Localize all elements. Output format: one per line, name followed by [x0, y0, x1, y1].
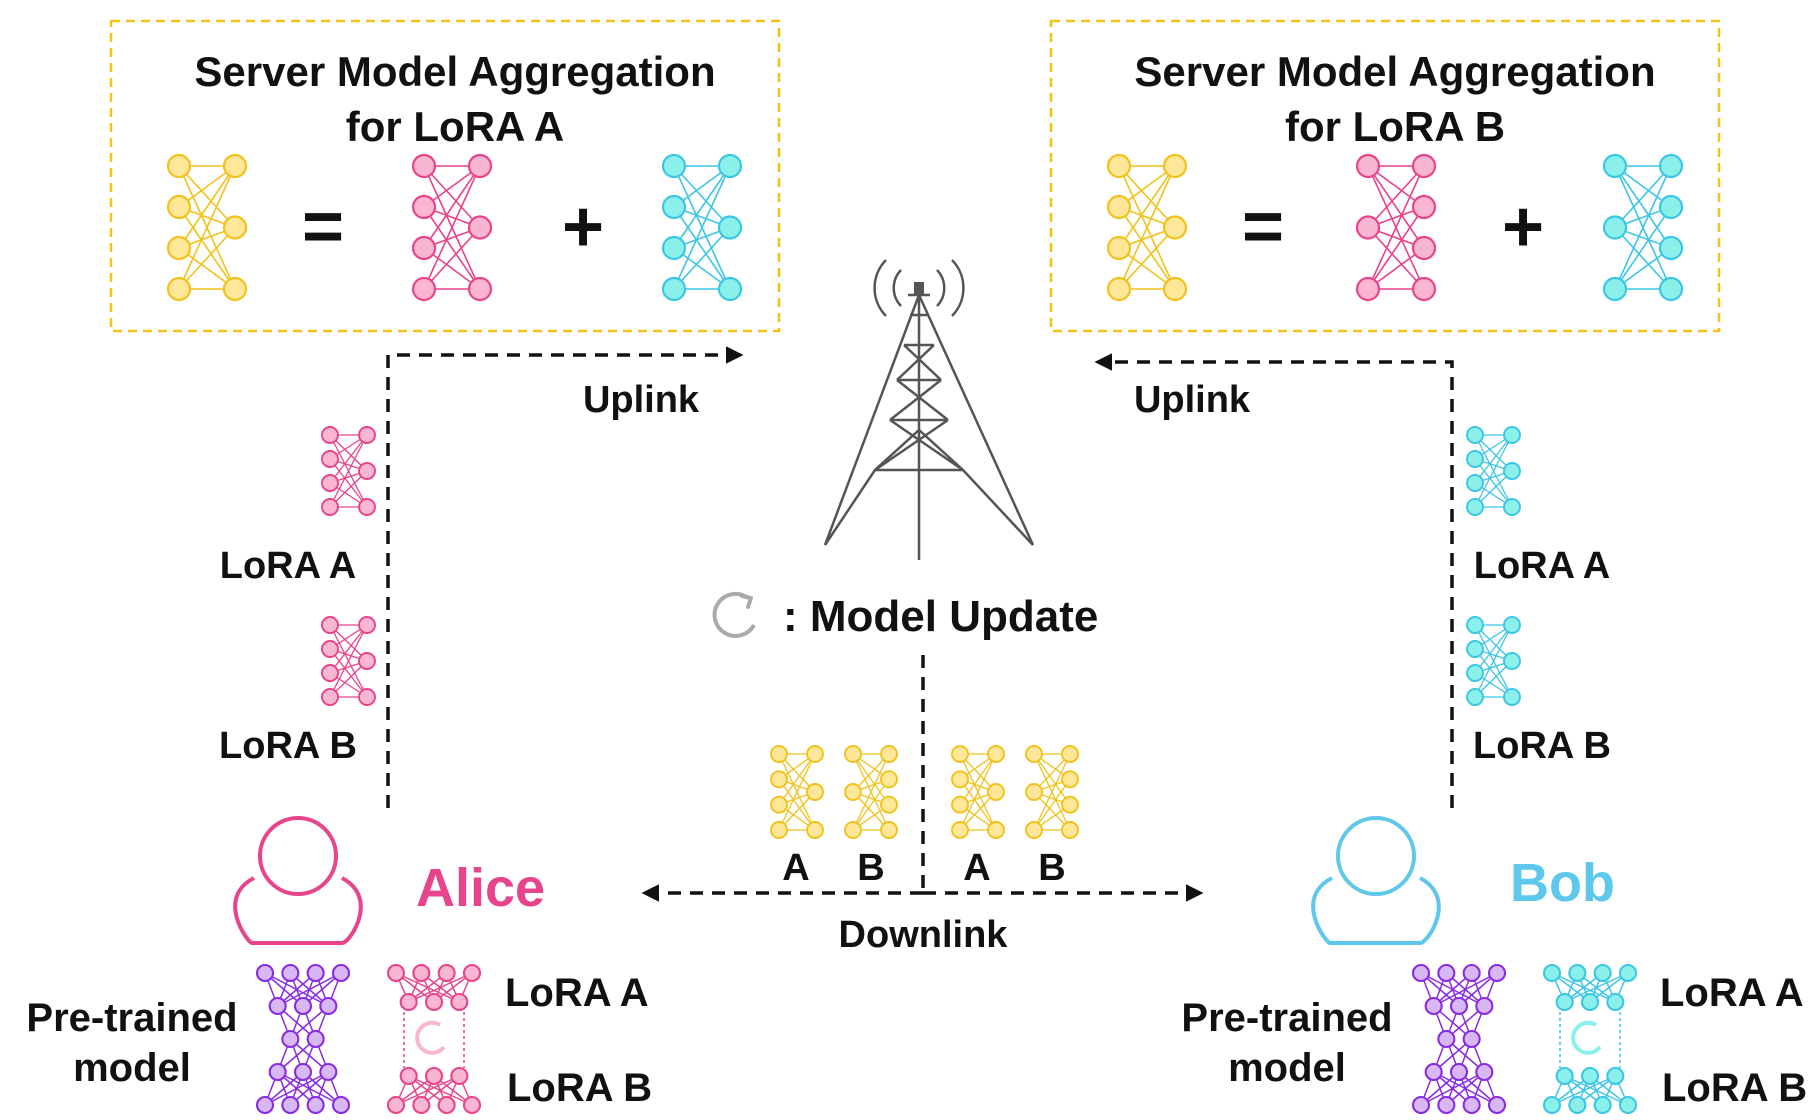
right-box-equals: =: [1242, 187, 1284, 267]
downlink-lora-b-icon: [844, 745, 898, 839]
network-icons: [166, 153, 1684, 1115]
bob-lora-b-icon: [1542, 1066, 1638, 1115]
alice-lora-b-label: LoRA B: [507, 1066, 652, 1110]
alice-lora-update-icon: [403, 1012, 465, 1068]
downlink-label: Downlink: [839, 914, 1009, 956]
alice-uplink-lora-a-icon: [321, 426, 376, 516]
downlink-lora-b-icon: [1025, 745, 1079, 839]
left-box-equals: =: [302, 187, 344, 267]
bob-uplink-arrow: [1094, 353, 1454, 808]
bob-uplink-lora-b-icon: [1466, 616, 1521, 706]
alice-pretrained-label-line2: model: [73, 1046, 191, 1090]
downlink-model-label: B: [857, 847, 884, 889]
bob-uplink-lora-a-icon: [1466, 426, 1521, 516]
model-update-legend: : Model Update: [783, 592, 1098, 641]
yellow-aggregated-network-icon: [1106, 153, 1188, 302]
alice-uplink-arrow: [386, 346, 744, 808]
downlink-lora-a-icon: [770, 745, 824, 839]
alice-lora-a-label: LoRA A: [505, 971, 649, 1015]
alice-uplink-lora-b-label: LoRA B: [219, 725, 357, 767]
uplink-label-left: Uplink: [583, 379, 700, 421]
bob-avatar-icon: [1311, 816, 1441, 945]
downlink-model-label: A: [782, 847, 809, 889]
right-aggregation-box: [1049, 19, 1721, 333]
pink-network-icon: [411, 153, 493, 302]
alice-lora-a-icon: [386, 963, 482, 1012]
yellow-aggregated-network-icon: [166, 153, 248, 302]
pink-network-icon: [1355, 153, 1437, 302]
alice-avatar-icon: [233, 816, 363, 945]
downlink-model-label: A: [963, 847, 990, 889]
alice-name: Alice: [416, 858, 545, 918]
uplink-label-right: Uplink: [1134, 379, 1251, 421]
bob-uplink-lora-b-label: LoRA B: [1473, 725, 1611, 767]
bob-name: Bob: [1510, 853, 1615, 913]
bob-lora-b-label: LoRA B: [1662, 1066, 1807, 1110]
bob-lora-update-icon: [1559, 1012, 1621, 1068]
bob-lora-a-label: LoRA A: [1660, 971, 1804, 1015]
alice-uplink-lora-b-icon: [321, 616, 376, 706]
cell-tower-icon: [823, 259, 1035, 560]
refresh-icon: [712, 592, 756, 638]
left-aggregation-box: [109, 19, 781, 333]
left-box-title-line1: Server Model Aggregation: [194, 48, 715, 95]
alice-lora-b-icon: [386, 1066, 482, 1115]
alice-pretrained-model-icon: [255, 963, 351, 1115]
bob-pretrained-label-line1: Pre-trained: [1181, 996, 1392, 1040]
bob-pretrained-label-line2: model: [1228, 1046, 1346, 1090]
cyan-network-icon: [1602, 153, 1684, 302]
bob-uplink-lora-a-label: LoRA A: [1474, 545, 1611, 587]
right-box-plus: +: [1502, 187, 1544, 267]
cyan-network-icon: [661, 153, 743, 302]
right-box-title-line1: Server Model Aggregation: [1134, 48, 1655, 95]
downlink-arrows: [641, 655, 1204, 902]
alice-uplink-lora-a-label: LoRA A: [220, 545, 357, 587]
downlink-model-label: B: [1038, 847, 1065, 889]
alice-pretrained-label-line1: Pre-trained: [26, 996, 237, 1040]
downlink-lora-a-icon: [951, 745, 1005, 839]
bob-pretrained-model-icon: [1411, 963, 1507, 1115]
bob-lora-a-icon: [1542, 963, 1638, 1012]
left-box-title-line2: for LoRA A: [346, 103, 565, 150]
right-box-title-line2: for LoRA B: [1285, 103, 1505, 150]
left-box-plus: +: [562, 187, 604, 267]
